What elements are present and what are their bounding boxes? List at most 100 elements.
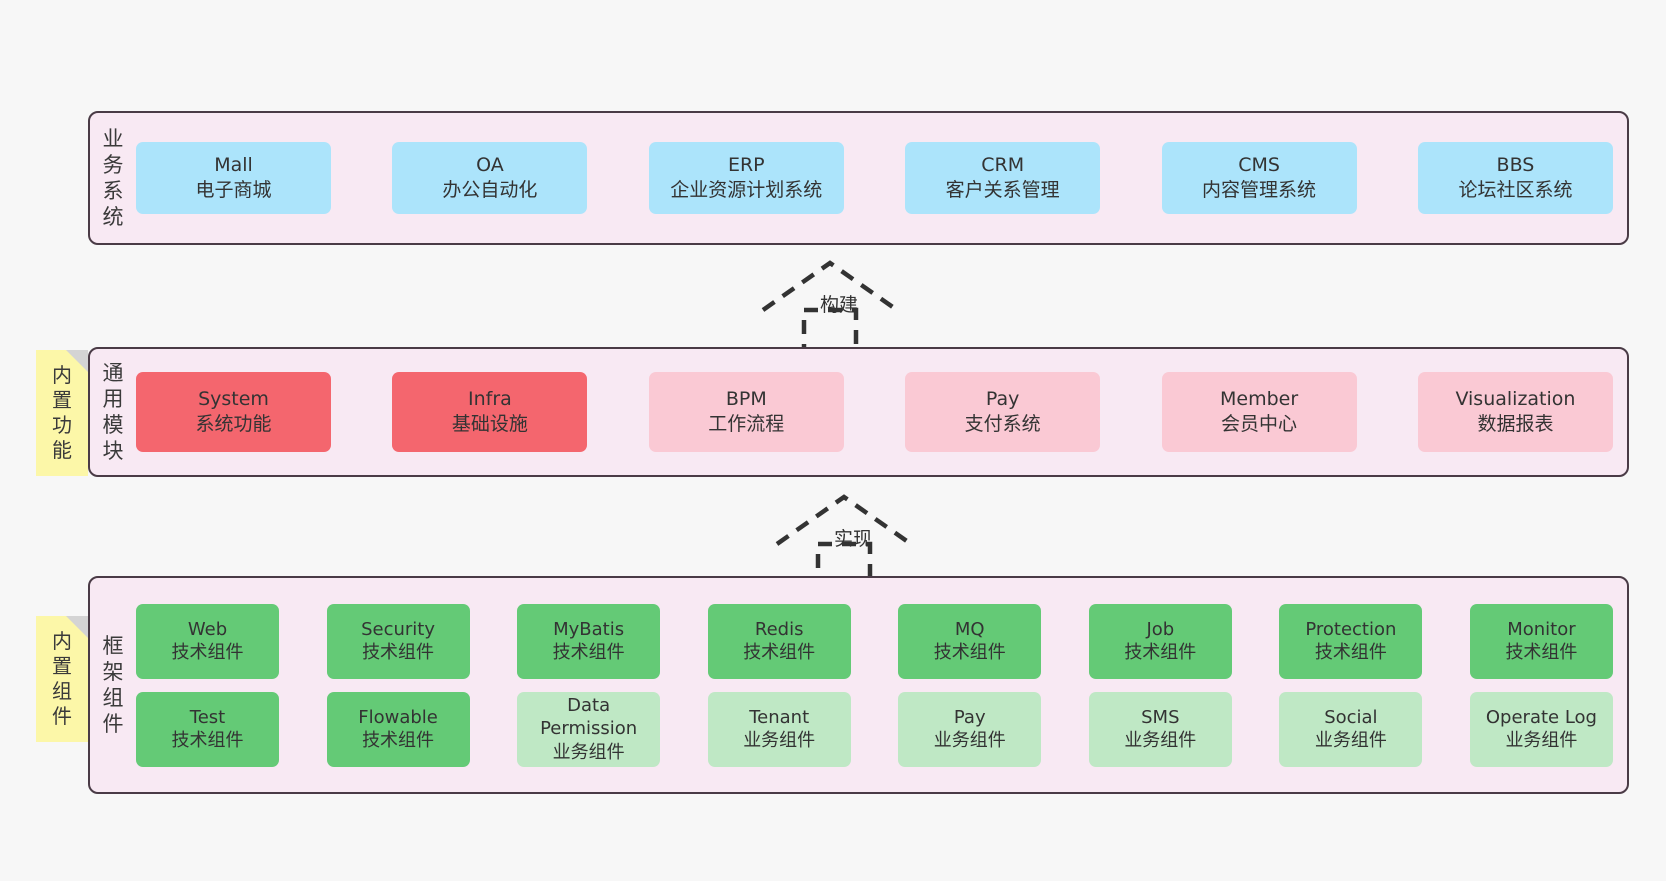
layer-title-business-systems: 业 务 系 统 bbox=[90, 113, 136, 243]
card-subtitle: 技术组件 bbox=[1505, 642, 1578, 663]
layer-business-systems: 业 务 系 统 Mall 电子商城 OA 办公自动化 ERP 企业资源计划系统 bbox=[88, 111, 1629, 245]
layer-title-char: 件 bbox=[102, 712, 124, 737]
card-subtitle: 业务组件 bbox=[1505, 730, 1578, 751]
card-title: ERP bbox=[727, 154, 765, 177]
card-security[interactable]: Security 技术组件 bbox=[326, 603, 470, 679]
card-visualization[interactable]: Visualization 数据报表 bbox=[1417, 372, 1613, 452]
card-tenant[interactable]: Tenant 业务组件 bbox=[707, 691, 851, 767]
framework-row-biz: Test 技术组件 Flowable 技术组件 Data Permission … bbox=[136, 691, 1613, 767]
card-subtitle: 技术组件 bbox=[552, 642, 625, 663]
card-title: Visualization bbox=[1455, 388, 1576, 411]
card-title: BBS bbox=[1496, 154, 1535, 177]
card-subtitle: 技术组件 bbox=[171, 730, 244, 751]
card-infra[interactable]: Infra 基础设施 bbox=[392, 372, 588, 452]
layer-title-char: 架 bbox=[102, 659, 124, 684]
card-mybatis[interactable]: MyBatis 技术组件 bbox=[517, 603, 661, 679]
card-flowable[interactable]: Flowable 技术组件 bbox=[326, 691, 470, 767]
card-title: Web bbox=[187, 618, 228, 640]
card-operate-log[interactable]: Operate Log 业务组件 bbox=[1469, 691, 1613, 767]
card-subtitle: 技术组件 bbox=[362, 730, 435, 751]
card-cms[interactable]: CMS 内容管理系统 bbox=[1161, 142, 1357, 214]
common-modules-row: System 系统功能 Infra 基础设施 BPM 工作流程 Pay 支付系统… bbox=[136, 372, 1613, 452]
note-char: 置 bbox=[52, 653, 72, 678]
layer-title-char: 用 bbox=[102, 386, 124, 411]
card-subtitle: 技术组件 bbox=[1124, 642, 1197, 663]
card-job[interactable]: Job 技术组件 bbox=[1088, 603, 1232, 679]
card-subtitle: 业务组件 bbox=[743, 730, 816, 751]
page-fold-icon bbox=[66, 616, 88, 638]
card-title: Data Permission bbox=[540, 694, 638, 740]
card-social[interactable]: Social 业务组件 bbox=[1279, 691, 1423, 767]
note-builtin-components: 内 置 组 件 bbox=[36, 616, 88, 742]
card-subtitle: 技术组件 bbox=[1314, 642, 1387, 663]
layer-title-char: 组 bbox=[102, 686, 124, 710]
card-web[interactable]: Web 技术组件 bbox=[136, 603, 279, 679]
card-title: Social bbox=[1324, 706, 1378, 728]
card-test[interactable]: Test 技术组件 bbox=[136, 691, 279, 767]
card-title: SMS bbox=[1141, 706, 1180, 728]
card-erp[interactable]: ERP 企业资源计划系统 bbox=[648, 142, 844, 214]
connector-label: 实现 bbox=[834, 528, 873, 550]
card-subtitle: 技术组件 bbox=[743, 642, 816, 663]
page-fold-icon bbox=[66, 350, 88, 372]
layer-title-char: 框 bbox=[102, 633, 124, 658]
card-subtitle: 业务组件 bbox=[1124, 730, 1197, 751]
layer-title-char: 块 bbox=[102, 439, 124, 464]
card-subtitle: 基础设施 bbox=[451, 413, 528, 435]
card-protection[interactable]: Protection 技术组件 bbox=[1279, 603, 1423, 679]
card-member[interactable]: Member 会员中心 bbox=[1161, 372, 1357, 452]
card-title: OA bbox=[476, 154, 504, 177]
card-title: Monitor bbox=[1507, 618, 1576, 640]
card-title: Mall bbox=[214, 154, 253, 177]
card-mq[interactable]: MQ 技术组件 bbox=[898, 603, 1042, 679]
card-subtitle: 内容管理系统 bbox=[1202, 179, 1317, 201]
card-subtitle: 业务组件 bbox=[933, 730, 1006, 751]
card-subtitle: 电子商城 bbox=[195, 179, 272, 201]
layer-common-modules: 通 用 模 块 System 系统功能 Infra 基础设施 BPM 工作流程 bbox=[88, 347, 1629, 477]
connector-label: 构建 bbox=[820, 294, 859, 316]
note-char: 件 bbox=[52, 704, 72, 729]
card-pay-component[interactable]: Pay 业务组件 bbox=[898, 691, 1042, 767]
layer-body-business-systems: Mall 电子商城 OA 办公自动化 ERP 企业资源计划系统 CRM 客户关系… bbox=[136, 113, 1627, 243]
card-redis[interactable]: Redis 技术组件 bbox=[707, 603, 851, 679]
card-crm[interactable]: CRM 客户关系管理 bbox=[905, 142, 1101, 214]
card-oa[interactable]: OA 办公自动化 bbox=[392, 142, 588, 214]
note-char: 组 bbox=[52, 679, 72, 703]
card-pay-module[interactable]: Pay 支付系统 bbox=[905, 372, 1101, 452]
generalization-arrowhead-icon bbox=[761, 260, 899, 312]
card-bbs[interactable]: BBS 论坛社区系统 bbox=[1417, 142, 1613, 214]
card-title: Tenant bbox=[749, 706, 810, 728]
business-systems-row: Mall 电子商城 OA 办公自动化 ERP 企业资源计划系统 CRM 客户关系… bbox=[136, 142, 1613, 214]
card-title: CRM bbox=[981, 154, 1025, 177]
card-mall[interactable]: Mall 电子商城 bbox=[136, 142, 331, 214]
card-system[interactable]: System 系统功能 bbox=[136, 372, 331, 452]
card-subtitle: 支付系统 bbox=[964, 413, 1041, 435]
card-title: Operate Log bbox=[1485, 706, 1597, 728]
card-title: Pay bbox=[985, 388, 1020, 411]
framework-row-tech: Web 技术组件 Security 技术组件 MyBatis 技术组件 Redi… bbox=[136, 603, 1613, 679]
layer-body-framework-components: Web 技术组件 Security 技术组件 MyBatis 技术组件 Redi… bbox=[136, 578, 1627, 792]
card-subtitle: 会员中心 bbox=[1221, 413, 1298, 435]
card-title: CMS bbox=[1238, 154, 1280, 177]
note-char: 功 bbox=[52, 413, 72, 437]
card-title: System bbox=[198, 388, 269, 411]
card-bpm[interactable]: BPM 工作流程 bbox=[648, 372, 844, 452]
card-sms[interactable]: SMS 业务组件 bbox=[1088, 691, 1232, 767]
card-title: MyBatis bbox=[553, 618, 625, 640]
card-subtitle: 客户关系管理 bbox=[945, 179, 1060, 201]
card-subtitle: 数据报表 bbox=[1477, 413, 1554, 435]
card-subtitle: 业务组件 bbox=[1314, 730, 1387, 751]
card-subtitle: 业务组件 bbox=[552, 741, 625, 763]
card-data-permission[interactable]: Data Permission 业务组件 bbox=[517, 691, 661, 767]
layer-title-char: 统 bbox=[102, 205, 124, 230]
card-monitor[interactable]: Monitor 技术组件 bbox=[1469, 603, 1613, 679]
layer-body-common-modules: System 系统功能 Infra 基础设施 BPM 工作流程 Pay 支付系统… bbox=[136, 349, 1627, 475]
layer-title-char: 务 bbox=[102, 152, 124, 177]
card-title: Security bbox=[361, 618, 436, 640]
card-title: BPM bbox=[725, 388, 767, 411]
layer-title-char: 业 bbox=[102, 126, 124, 151]
card-title: Test bbox=[189, 706, 226, 728]
layer-title-char: 模 bbox=[102, 413, 124, 437]
card-subtitle: 技术组件 bbox=[362, 642, 435, 663]
card-subtitle: 系统功能 bbox=[195, 413, 272, 435]
